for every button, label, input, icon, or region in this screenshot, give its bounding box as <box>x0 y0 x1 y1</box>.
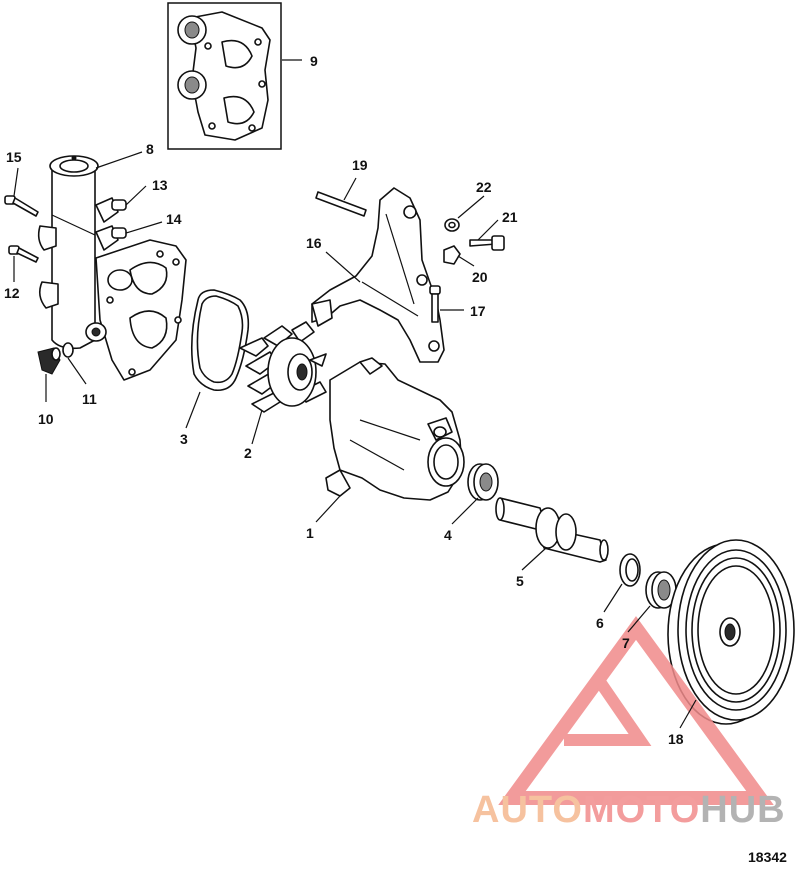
callout-17: 17 <box>470 303 486 319</box>
part-18-pulley <box>667 539 795 725</box>
watermark-logo: AUTOMOTOHUB <box>472 616 786 831</box>
part-12-screw <box>8 245 39 263</box>
part-2-impeller <box>239 321 327 413</box>
callout-7: 7 <box>622 635 630 651</box>
callout-19: 19 <box>352 157 368 173</box>
svg-text:AUTOMOTOHUB: AUTOMOTOHUB <box>472 789 786 831</box>
callout-16: 16 <box>306 235 322 251</box>
part-7-seal <box>645 571 677 609</box>
leader-lines <box>13 59 697 729</box>
inset-part-9 <box>167 2 282 150</box>
part-16-bracket <box>311 187 445 363</box>
callout-12: 12 <box>4 285 20 301</box>
part-15-screw <box>4 195 39 217</box>
callout-6: 6 <box>596 615 604 631</box>
part-20-nut <box>443 245 461 265</box>
part-5-shaft <box>495 497 609 563</box>
housing-flange-ears <box>95 197 127 251</box>
part-17-bolt <box>429 285 441 323</box>
watermark-inner-triangle <box>564 672 652 746</box>
watermark-auto: AUTO <box>472 789 583 831</box>
callout-3: 3 <box>180 431 188 447</box>
callout-22: 22 <box>476 179 492 195</box>
part-19-stud <box>315 191 367 217</box>
callout-15: 15 <box>6 149 22 165</box>
part-3-gasket <box>190 289 250 392</box>
callout-5: 5 <box>516 573 524 589</box>
callout-4: 4 <box>444 527 452 543</box>
watermark-triangle <box>498 616 774 805</box>
callout-labels: 9 8 13 14 15 12 10 11 3 2 1 4 5 6 7 18 1… <box>4 53 684 747</box>
part-6-retaining-ring <box>619 553 641 587</box>
callout-1: 1 <box>306 525 314 541</box>
callout-14: 14 <box>166 211 182 227</box>
part-11-o-ring <box>62 342 74 358</box>
callout-13: 13 <box>152 177 168 193</box>
watermark-moto: MOTO <box>583 789 700 831</box>
part-1-pump-body <box>325 357 465 501</box>
part-22-washer <box>444 218 460 232</box>
part-10-drain-plug <box>37 347 61 375</box>
callout-2: 2 <box>244 445 252 461</box>
watermark-hub: HUB <box>700 789 785 831</box>
pump-cover-plate <box>85 239 187 381</box>
callout-9: 9 <box>310 53 318 69</box>
callout-10: 10 <box>38 411 54 427</box>
callout-18: 18 <box>668 731 684 747</box>
callout-20: 20 <box>472 269 488 285</box>
callout-21: 21 <box>502 209 518 225</box>
figure-number: 18342 <box>748 849 787 865</box>
part-8-thermostat-housing <box>37 155 99 350</box>
part-4-bearing <box>467 463 499 501</box>
callout-11: 11 <box>82 391 97 407</box>
callout-8: 8 <box>146 141 154 157</box>
part-21-bolt <box>469 235 505 251</box>
